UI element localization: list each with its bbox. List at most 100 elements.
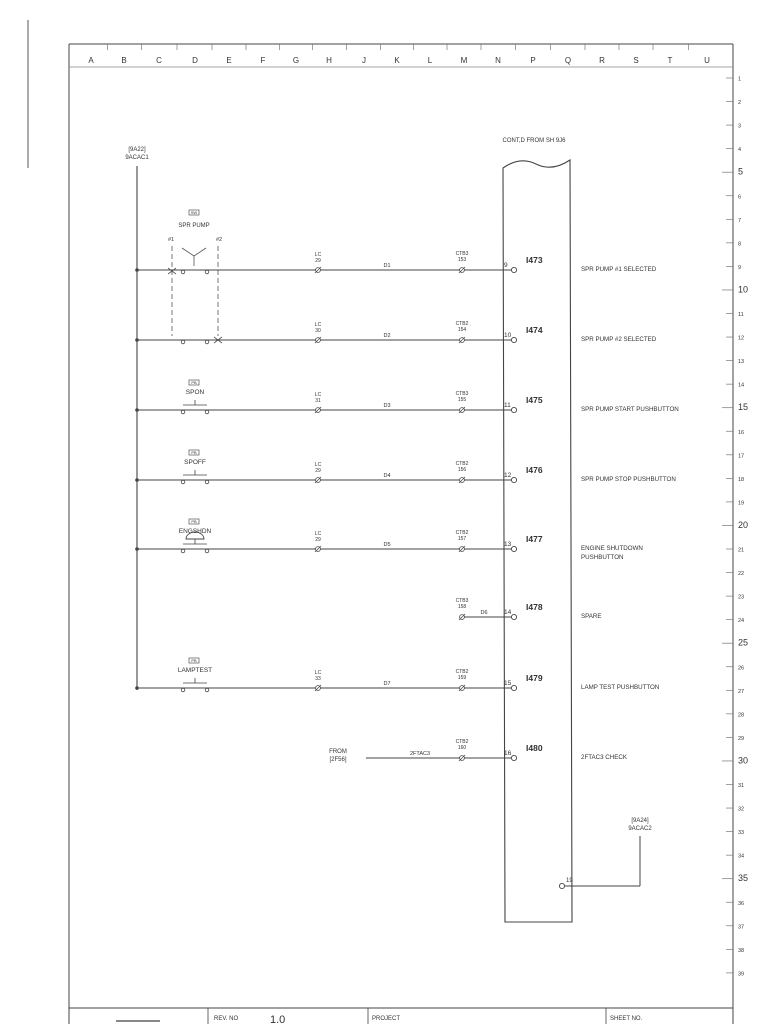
input-terminal	[510, 545, 518, 553]
row-label: 33	[738, 830, 744, 836]
row-label: 19	[738, 500, 744, 506]
contact-terminal	[204, 687, 210, 693]
terminal-number: 16	[504, 750, 512, 757]
row-label: 16	[738, 430, 744, 436]
row-label: 24	[738, 618, 744, 624]
row-label: 3	[738, 124, 741, 130]
row-label: 31	[738, 783, 744, 789]
wire-number: D1	[383, 263, 390, 269]
terminal-block-outline	[502, 158, 573, 923]
device-label: ENGSHDN	[179, 528, 212, 535]
input-address: I473	[526, 255, 543, 265]
row-label: 22	[738, 571, 744, 577]
project-label: PROJECT	[372, 1016, 400, 1022]
row-label: 30	[738, 755, 748, 765]
input-terminal	[510, 476, 518, 484]
contact-terminal	[180, 339, 186, 345]
wire-number: D7	[383, 681, 390, 687]
ct-terminal-slash	[458, 266, 466, 274]
lc-label: LC	[315, 392, 322, 398]
contact-terminal	[204, 548, 210, 554]
row-label: 10	[738, 284, 748, 294]
lc-label: LC	[315, 252, 322, 258]
row-label: 12	[738, 336, 744, 342]
contact-terminal	[180, 409, 186, 415]
rev-value: 1.0	[270, 1014, 285, 1024]
from-label: FROM	[329, 749, 347, 755]
contact-terminal	[180, 269, 186, 275]
from-ref: [2F56]	[329, 757, 346, 763]
row-label: 26	[738, 665, 744, 671]
source-ref-line1: [9A22]	[128, 147, 146, 153]
input-address: I474	[526, 325, 543, 335]
input-terminal	[510, 336, 518, 344]
rung-description: SPR PUMP STOP PUSHBUTTON	[581, 476, 676, 483]
device-label: SPON	[186, 389, 205, 396]
input-terminal	[510, 266, 518, 274]
ct-label: CTB2	[456, 461, 469, 467]
column-label: T	[668, 56, 673, 65]
row-label: 25	[738, 638, 748, 648]
row-label: 34	[738, 854, 744, 860]
bus-junction	[135, 268, 139, 272]
row-label: 37	[738, 924, 744, 930]
ct-number: 157	[458, 536, 467, 542]
rung-description: SPR PUMP #1 SELECTED	[581, 266, 657, 273]
wire-number: D6	[480, 610, 487, 616]
rung-description: SPR PUMP START PUSHBUTTON	[581, 406, 679, 413]
ct-label: CTB2	[456, 739, 469, 745]
input-address: I477	[526, 534, 543, 544]
ct-terminal-slash	[458, 684, 466, 692]
lc-number: 29	[315, 258, 321, 264]
rev-label: REV. NO	[214, 1016, 238, 1022]
rung-description: ENGINE SHUTDOWN	[581, 545, 643, 552]
wire-number: D5	[383, 542, 390, 548]
ct-label: CTB2	[456, 321, 469, 327]
selector-switch: SW SPR PUMP #1 #2	[167, 209, 223, 344]
wire-number: D3	[383, 403, 390, 409]
column-label: R	[599, 56, 605, 65]
device-tag: PB	[191, 450, 197, 455]
ct-label: CTB3	[456, 598, 469, 604]
row-label: 27	[738, 689, 744, 695]
terminal-19-label: 19	[566, 878, 573, 884]
ct-number: 155	[458, 397, 467, 403]
input-terminal	[510, 684, 518, 692]
device-label: SPOFF	[184, 459, 206, 466]
bus-junction	[135, 686, 139, 690]
row-label: 13	[738, 359, 744, 365]
terminal-number: 10	[504, 332, 512, 339]
row-label: 17	[738, 453, 744, 459]
column-label: P	[530, 56, 535, 65]
terminal-number: 12	[504, 472, 512, 479]
column-label: K	[394, 56, 400, 65]
column-label: N	[495, 56, 501, 65]
column-label: U	[704, 56, 710, 65]
ct-terminal-slash	[458, 406, 466, 414]
lc-number: 33	[315, 676, 321, 682]
column-label: J	[362, 56, 366, 65]
row-labels: 1234567891011121314151617181920212223242…	[722, 77, 748, 977]
ct-terminal-slash	[458, 476, 466, 484]
terminal-block-title: CONT,D FROM SH 9J6	[502, 138, 566, 144]
lc-terminal-slash	[314, 684, 322, 692]
row-label: 38	[738, 948, 744, 954]
device-tag: PB	[191, 658, 197, 663]
selector-label: SPR PUMP	[178, 223, 209, 229]
bus-junction	[135, 547, 139, 551]
terminal-number: 13	[504, 541, 512, 548]
contact-terminal	[180, 548, 186, 554]
column-label: E	[226, 56, 231, 65]
row-label: 7	[738, 218, 741, 224]
row-label: 15	[738, 402, 748, 412]
row-label: 35	[738, 873, 748, 883]
rung-description: LAMP TEST PUSHBUTTON	[581, 684, 659, 691]
lc-terminal-slash	[314, 406, 322, 414]
row-label: 36	[738, 901, 744, 907]
